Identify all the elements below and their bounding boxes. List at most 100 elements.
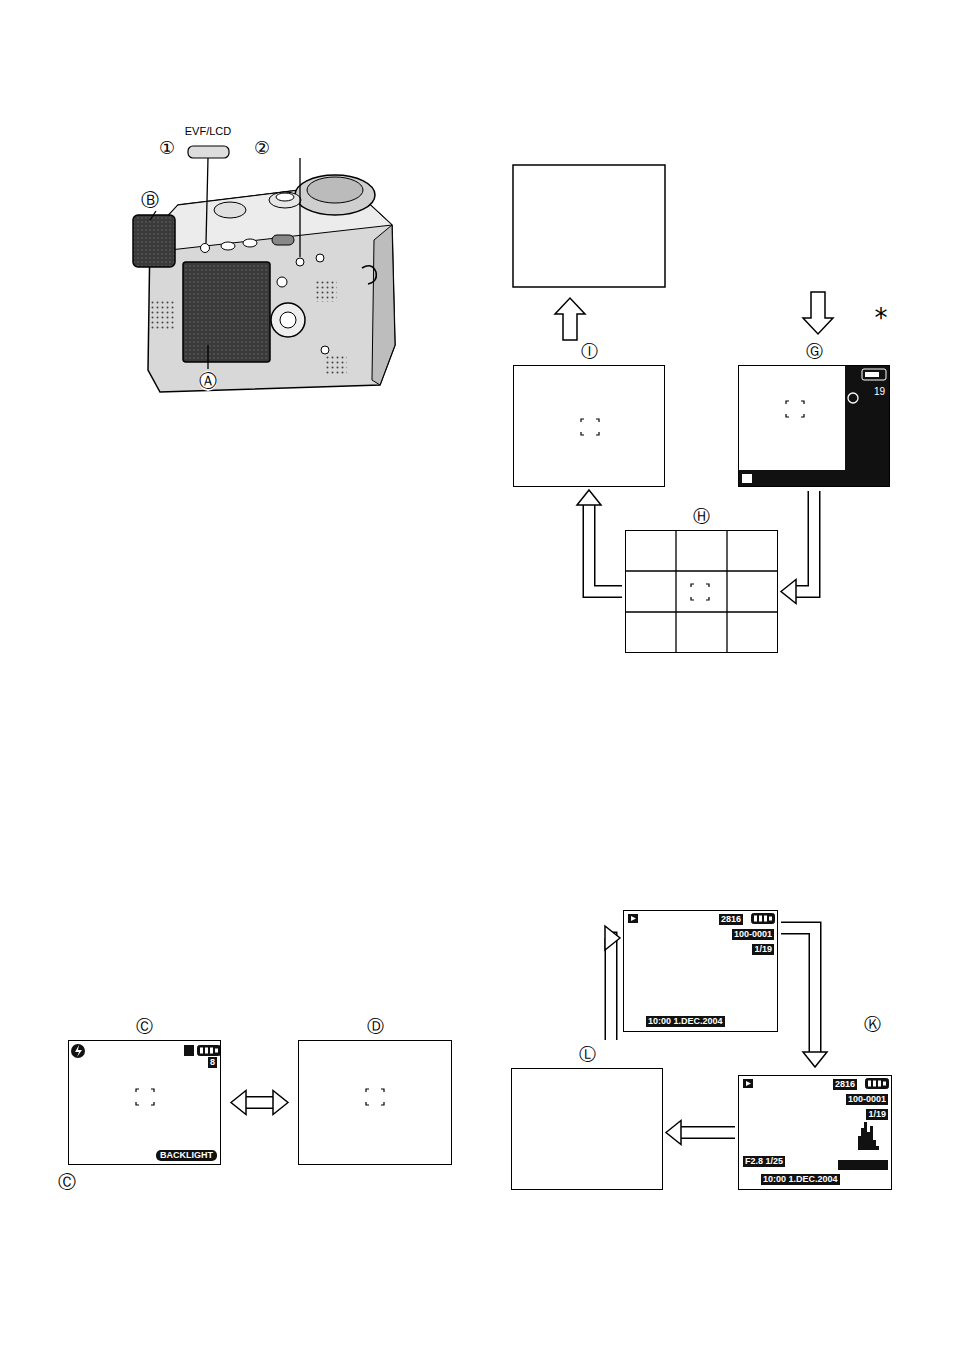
screen-content xyxy=(628,914,638,923)
arrow-outline xyxy=(246,1096,273,1109)
monitor-screen xyxy=(513,165,665,287)
screen-content xyxy=(738,470,890,487)
screen-letter: Ⓖ xyxy=(805,341,824,361)
monitor-screen: 2816100-00011/1910:00 1.DEC.2004 xyxy=(623,910,778,1032)
arrow-fill xyxy=(246,1098,273,1108)
hollow-arrow xyxy=(803,292,833,334)
screen-readout: 100-0001 xyxy=(846,1094,888,1105)
camera-illustration xyxy=(315,280,337,302)
screen-content xyxy=(198,1046,221,1056)
callout-letter: Ⓒ xyxy=(58,1172,76,1192)
screen-content xyxy=(184,1045,194,1056)
grid-screen xyxy=(625,570,778,571)
callout-number: ② xyxy=(254,138,270,158)
screen-content xyxy=(623,910,778,1032)
monitor-screen: Ⓒ8BACKLIGHT xyxy=(68,1040,221,1165)
arrow-outline xyxy=(605,938,611,1040)
flow-arrow xyxy=(605,926,620,1040)
screen-content xyxy=(746,1081,751,1086)
flow-arrow xyxy=(666,1121,735,1145)
screen-content xyxy=(68,1040,221,1165)
camera-illustration xyxy=(188,146,229,158)
screen-readout: 8 xyxy=(208,1057,217,1068)
flow-arrow xyxy=(577,490,622,592)
camera-illustration xyxy=(243,239,257,247)
screen-letter: Ⓚ xyxy=(863,1014,882,1034)
screen-content xyxy=(71,1044,85,1058)
camera-illustration xyxy=(135,175,397,397)
arrow-outline xyxy=(589,505,622,592)
camera-illustration xyxy=(316,254,324,262)
screen-content xyxy=(838,1160,888,1170)
screen-content xyxy=(298,1040,452,1165)
screen-content xyxy=(738,1075,892,1190)
screen-letter: Ⓓ xyxy=(366,1016,385,1036)
grid-screen: Ⓗ xyxy=(625,530,778,653)
screen-content xyxy=(752,914,775,924)
screen-content xyxy=(298,1040,452,1165)
grid-screen xyxy=(625,530,778,653)
arrow-fill xyxy=(796,491,814,592)
arrow-head xyxy=(605,926,620,950)
screen-readout: F2.8 1/25 xyxy=(743,1156,785,1167)
screen-readout: 1/19 xyxy=(752,944,774,955)
camera-illustration xyxy=(183,262,270,362)
screen-content xyxy=(848,393,858,403)
callout-number: ① xyxy=(159,138,175,158)
monitor-screen: Ⓓ xyxy=(298,1040,452,1165)
screen-letter: Ⓘ xyxy=(580,341,599,361)
screen-readout: 2816 xyxy=(719,914,743,925)
screen-content xyxy=(742,474,752,483)
screen-content xyxy=(858,1122,879,1150)
camera-illustration xyxy=(221,242,235,250)
screen-readout: 1/19 xyxy=(866,1109,888,1120)
camera-illustration xyxy=(277,277,287,287)
camera-illustration xyxy=(272,235,294,245)
screen-content xyxy=(738,365,890,487)
hollow-arrow xyxy=(555,292,833,340)
monitor-screen: Ⓘ xyxy=(513,365,665,487)
arrow-outline xyxy=(781,928,815,1052)
camera-illustration xyxy=(206,158,208,243)
screen-readout: 2816 xyxy=(833,1079,857,1090)
screen-letter: Ⓛ xyxy=(578,1044,597,1064)
flow-arrow xyxy=(781,928,827,1067)
camera-illustration xyxy=(201,244,210,253)
arrow-fill xyxy=(781,928,815,1052)
note-mark: * xyxy=(875,305,888,331)
screen-content xyxy=(511,1068,663,1190)
screen-content xyxy=(511,1068,663,1190)
camera-illustration xyxy=(133,146,397,397)
screen-content xyxy=(75,1045,82,1057)
screen-content xyxy=(68,1040,221,1165)
arrow-fill xyxy=(681,1128,735,1138)
screen-letter: Ⓒ xyxy=(135,1016,154,1036)
camera-illustration xyxy=(148,190,395,392)
screen-readout: BACKLIGHT xyxy=(156,1150,217,1161)
arrow-fill xyxy=(605,938,611,1040)
camera-illustration xyxy=(296,258,304,266)
screen-content xyxy=(845,365,890,487)
screen-content xyxy=(866,1079,889,1089)
camera-illustration xyxy=(150,211,156,220)
camera-illustration xyxy=(276,193,294,201)
camera-illustration xyxy=(321,346,329,354)
screen-content xyxy=(743,1079,753,1088)
arrow-head xyxy=(273,1091,288,1115)
screen-letter: Ⓗ xyxy=(692,506,711,526)
monitor-screen: Ⓖ19 xyxy=(738,365,890,487)
arrow-fill xyxy=(589,505,622,592)
camera-illustration xyxy=(269,192,301,208)
screen-readout: 10:00 1.DEC.2004 xyxy=(646,1016,725,1027)
screen-content xyxy=(738,1075,892,1190)
screen-content xyxy=(865,372,879,377)
screen-content xyxy=(581,419,599,435)
screen-readout: 19 xyxy=(873,386,886,398)
grid-screen xyxy=(625,611,778,612)
camera-illustration xyxy=(307,177,363,203)
flow-arrow xyxy=(231,1091,288,1115)
arrow-head xyxy=(577,490,601,505)
screen-content xyxy=(623,910,778,1032)
camera-illustration xyxy=(362,266,376,284)
camera-illustration xyxy=(271,303,305,337)
